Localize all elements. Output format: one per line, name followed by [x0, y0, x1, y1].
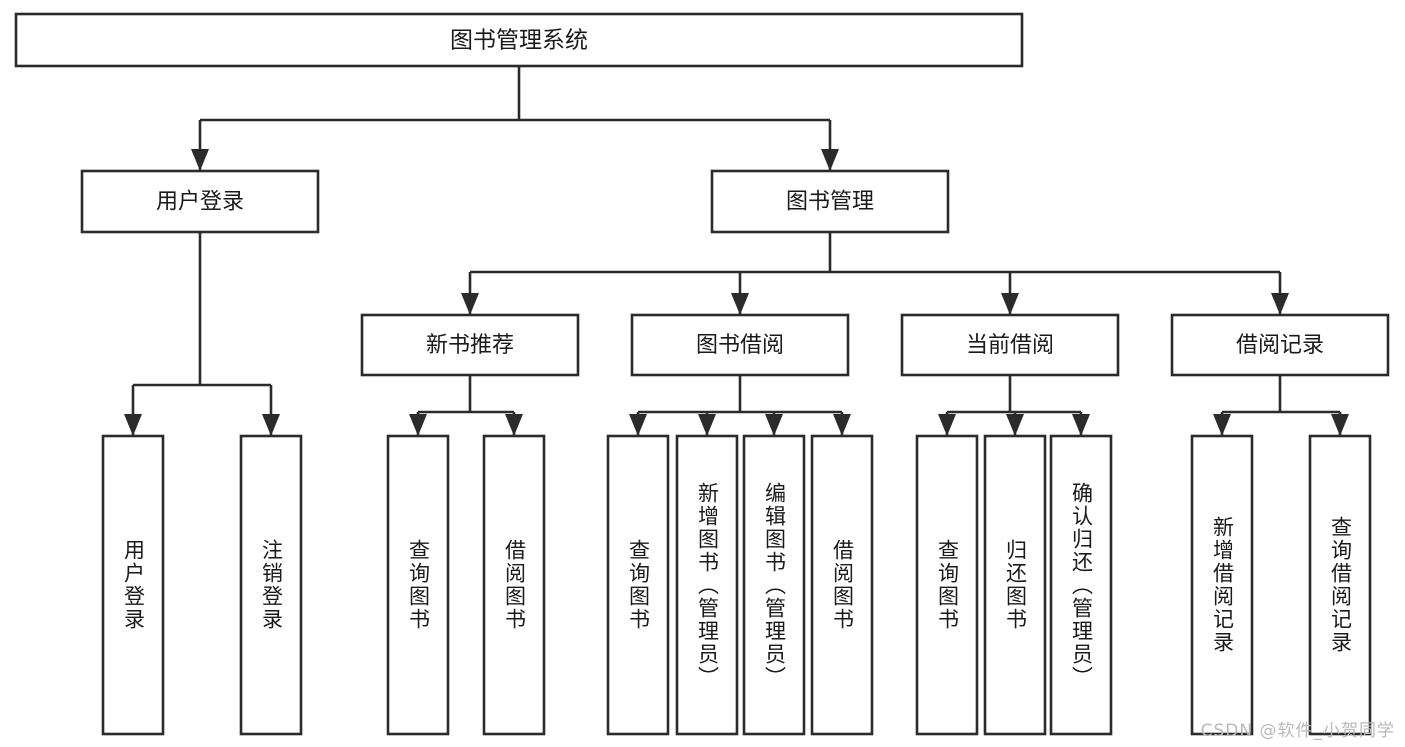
leaf-node-7[interactable] [810, 434, 874, 736]
level2-node-1-rect[interactable] [710, 169, 950, 234]
level2-node-0[interactable]: 用户登录 [80, 169, 320, 234]
level3-node-2-rect[interactable] [900, 313, 1120, 377]
leaf-node-3-rect[interactable] [482, 434, 546, 736]
level3-node-3-rect[interactable] [1170, 313, 1390, 377]
leaf-node-4[interactable] [606, 434, 670, 736]
level3-node-1-label: 图书借阅 [696, 333, 784, 358]
arrow-head-icon [698, 414, 716, 436]
arrow-head-icon [1001, 293, 1019, 315]
arrow-head-icon [262, 414, 280, 436]
arrow-head-icon [461, 293, 479, 315]
level3-node-0[interactable]: 新书推荐 [360, 313, 580, 377]
leaf-node-6-rect[interactable] [742, 434, 806, 736]
level2-node-1[interactable]: 图书管理 [710, 169, 950, 234]
leaf-node-12-rect[interactable] [1308, 434, 1372, 736]
arrow-head-icon [409, 414, 427, 436]
level3-node-0-rect[interactable] [360, 313, 580, 377]
arrow-head-icon [821, 149, 839, 171]
leaf-node-1[interactable] [239, 434, 303, 736]
arrow-head-icon [1072, 414, 1090, 436]
leaf-node-9[interactable] [983, 434, 1047, 736]
level3-node-3-label: 借阅记录 [1236, 333, 1324, 358]
leaf-node-5-rect[interactable] [675, 434, 739, 736]
arrow-head-icon [505, 414, 523, 436]
level3-node-2-label: 当前借阅 [966, 333, 1054, 358]
leaf-node-6[interactable] [742, 434, 806, 736]
level2-node-1-label: 图书管理 [786, 190, 874, 215]
leaf-node-9-rect[interactable] [983, 434, 1047, 736]
arrow-head-icon [629, 414, 647, 436]
root-node-book-management-system-label: 图书管理系统 [450, 28, 588, 54]
arrow-head-icon [191, 149, 209, 171]
level3-node-3[interactable]: 借阅记录 [1170, 313, 1390, 377]
leaf-node-1-rect[interactable] [239, 434, 303, 736]
leaf-node-0-rect[interactable] [101, 434, 165, 736]
leaf-node-8-rect[interactable] [915, 434, 979, 736]
root-node-book-management-system-rect[interactable] [14, 12, 1024, 68]
csdn-watermark: CSDN @软件_小贺同学 [1200, 721, 1395, 741]
leaf-node-5[interactable] [675, 434, 739, 736]
level3-node-1-rect[interactable] [630, 313, 850, 377]
leaf-node-10[interactable] [1049, 434, 1113, 736]
leaf-node-8[interactable] [915, 434, 979, 736]
arrow-head-icon [765, 414, 783, 436]
arrow-head-icon [1006, 414, 1024, 436]
arrow-head-icon [938, 414, 956, 436]
leaf-node-7-rect[interactable] [810, 434, 874, 736]
leaf-node-2-rect[interactable] [386, 434, 450, 736]
level2-node-0-label: 用户登录 [156, 190, 244, 215]
level3-node-2[interactable]: 当前借阅 [900, 313, 1120, 377]
leaf-node-0[interactable] [101, 434, 165, 736]
leaf-node-11-rect[interactable] [1190, 434, 1254, 736]
arrow-head-icon [731, 293, 749, 315]
root-node-book-management-system[interactable]: 图书管理系统 [14, 12, 1024, 68]
leaf-node-11[interactable] [1190, 434, 1254, 736]
leaf-node-3[interactable] [482, 434, 546, 736]
connectors-layer [124, 66, 1349, 436]
leaf-node-4-rect[interactable] [606, 434, 670, 736]
arrow-head-icon [833, 414, 851, 436]
leaf-node-10-rect[interactable] [1049, 434, 1113, 736]
arrow-head-icon [124, 414, 142, 436]
arrow-head-icon [1271, 293, 1289, 315]
level2-node-0-rect[interactable] [80, 169, 320, 234]
arrow-head-icon [1213, 414, 1231, 436]
leaf-node-12[interactable] [1308, 434, 1372, 736]
arrow-head-icon [1331, 414, 1349, 436]
leaf-node-2[interactable] [386, 434, 450, 736]
level3-node-1[interactable]: 图书借阅 [630, 313, 850, 377]
level3-node-0-label: 新书推荐 [426, 333, 514, 358]
